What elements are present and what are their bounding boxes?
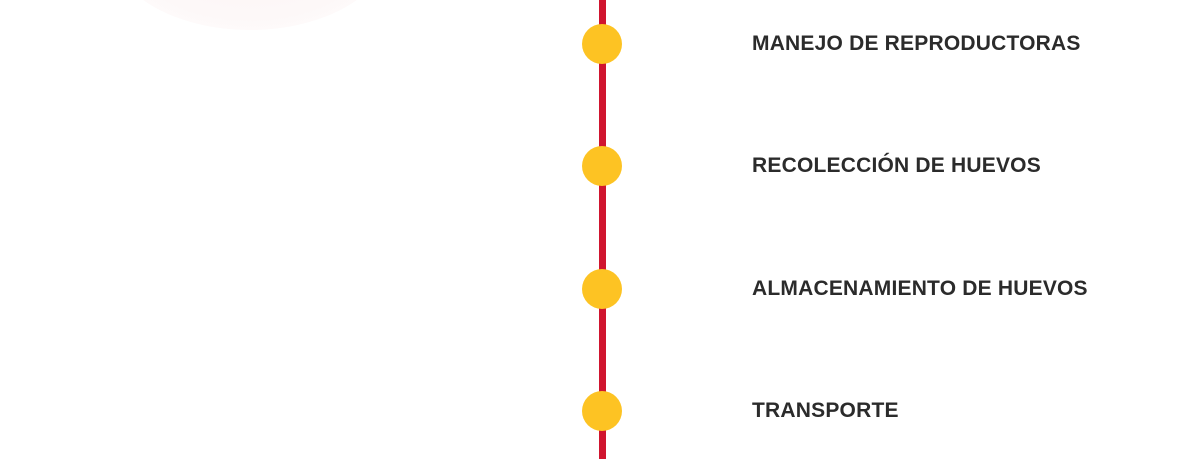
timeline-step: ALMACENAMIENTO DE HUEVOS [0,269,1200,309]
timeline-step-label: MANEJO DE REPRODUCTORAS [752,32,1081,55]
timeline-dot-icon [582,269,622,309]
timeline-line [599,0,606,459]
timeline-step: TRANSPORTE [0,391,1200,431]
timeline-step-label: ALMACENAMIENTO DE HUEVOS [752,277,1088,300]
timeline-dot-icon [582,391,622,431]
timeline-step-label: TRANSPORTE [752,399,899,422]
timeline-step: RECOLECCIÓN DE HUEVOS [0,146,1200,186]
timeline-dot-icon [582,146,622,186]
timeline-step-label: RECOLECCIÓN DE HUEVOS [752,154,1041,177]
timeline-dot-icon [582,24,622,64]
timeline-step: MANEJO DE REPRODUCTORAS [0,24,1200,64]
